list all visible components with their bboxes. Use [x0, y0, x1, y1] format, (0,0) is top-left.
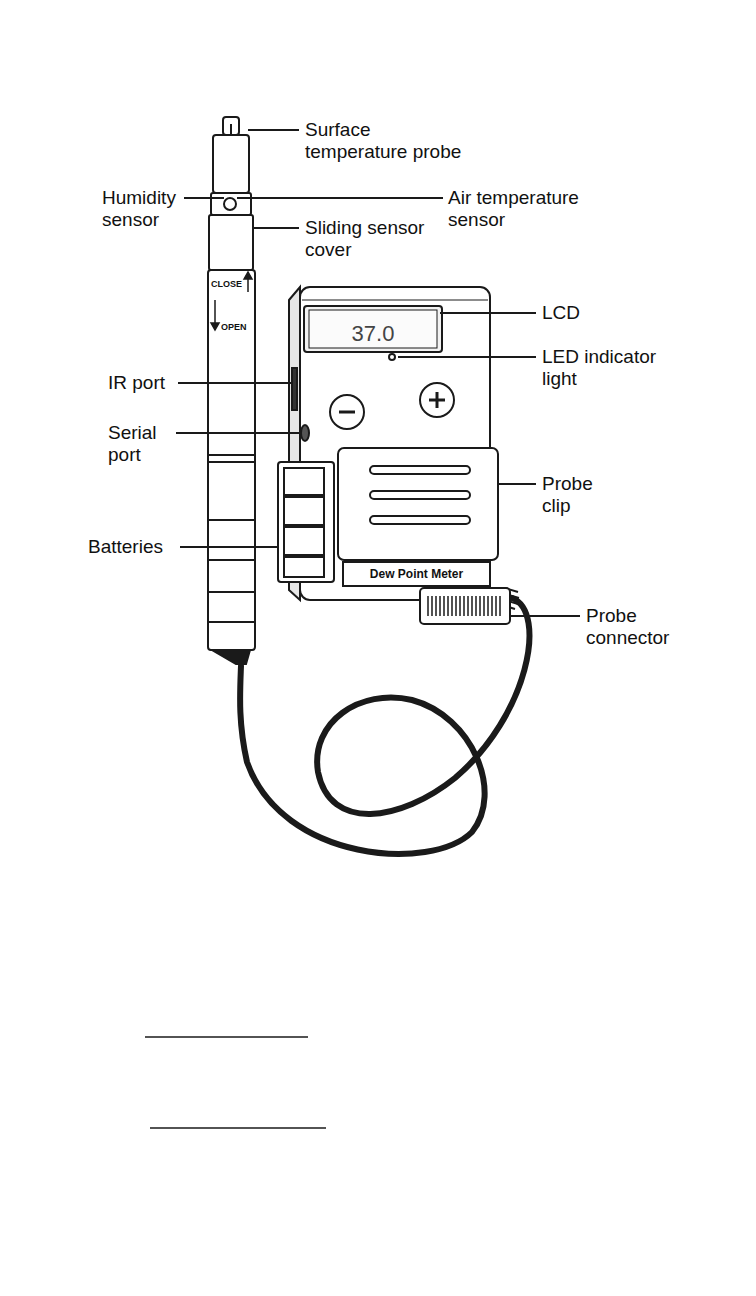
part-label: Surface temperature probe — [305, 119, 470, 163]
part-label: Humidity sensor — [102, 187, 182, 231]
part-label: LED indicator light — [542, 346, 677, 390]
part-label: Serial port — [108, 422, 174, 466]
part-label: IR port — [108, 372, 178, 394]
part-label: Probe connector — [586, 605, 696, 649]
part-label: Probe clip — [542, 473, 608, 517]
part-label: Sliding sensor cover — [305, 217, 425, 261]
part-label: Batteries — [88, 536, 178, 558]
part-label: LCD — [542, 302, 622, 324]
device-marking: Dew Point Meter — [343, 566, 490, 582]
device-marking: OPEN — [221, 322, 255, 333]
device-marking: 37.0 — [309, 321, 437, 347]
device-marking: CLOSE — [211, 279, 247, 290]
part-label: Air temperature sensor — [448, 187, 598, 231]
